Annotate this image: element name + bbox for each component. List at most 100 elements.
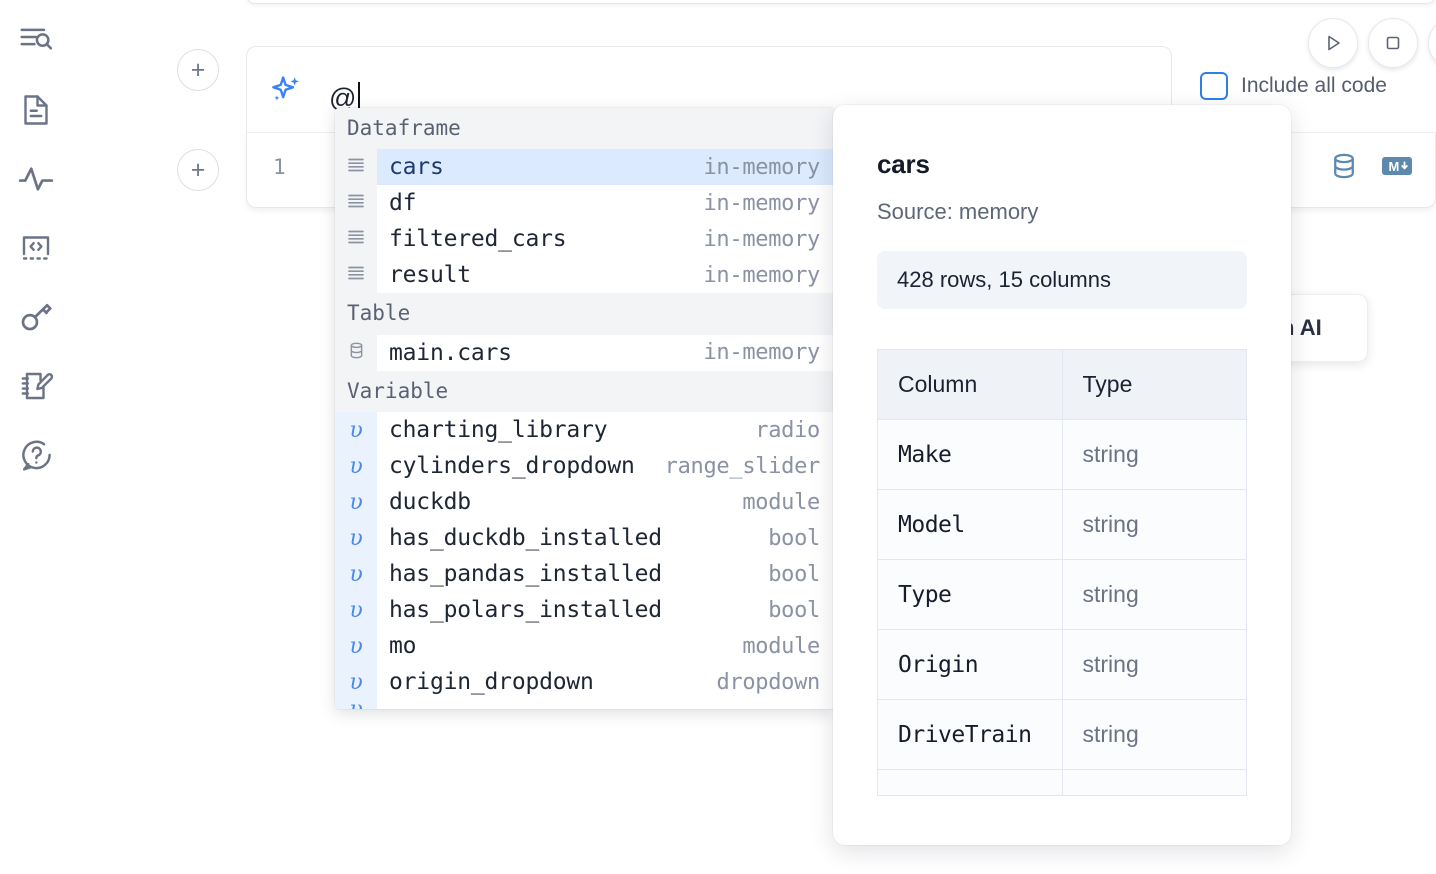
add-cell-below-button[interactable]: + bbox=[177, 149, 219, 191]
autocomplete-item[interactable]: υ has_polars_installed bool bbox=[335, 592, 834, 629]
autocomplete-item-icon: υ bbox=[335, 700, 377, 709]
table-cell-column-type: string bbox=[1061, 489, 1247, 560]
include-all-code-row[interactable]: Include all code bbox=[1200, 72, 1387, 100]
table-column-header: Type bbox=[1061, 349, 1247, 420]
markdown-icon[interactable]: M bbox=[1381, 154, 1413, 178]
text-cursor bbox=[357, 82, 360, 112]
autocomplete-item-meta: range_slider bbox=[664, 453, 821, 479]
variable-glyph-icon: υ bbox=[349, 489, 363, 515]
table-column-header: Column bbox=[877, 349, 1063, 420]
autocomplete-item-icon bbox=[335, 149, 377, 186]
autocomplete-item-name: main.cars bbox=[389, 339, 512, 366]
database-sql-icon[interactable] bbox=[1329, 151, 1359, 181]
autocomplete-item-name: duckdb bbox=[389, 489, 471, 516]
preview-title: cars bbox=[877, 149, 930, 179]
table-cell-column-type: string bbox=[1061, 629, 1247, 700]
sidebar-item-snippets[interactable] bbox=[13, 225, 59, 271]
dataframe-rows-icon bbox=[346, 155, 366, 179]
autocomplete-item[interactable]: υ has_pandas_installed bool bbox=[335, 556, 834, 593]
sidebar-item-scratchpad[interactable] bbox=[13, 363, 59, 409]
sidebar-item-files[interactable] bbox=[13, 87, 59, 133]
notebook-pencil-icon bbox=[18, 368, 54, 404]
variable-glyph-icon: υ bbox=[349, 453, 363, 479]
autocomplete-item-icon: υ bbox=[335, 484, 377, 521]
autocomplete-item-icon: υ bbox=[335, 520, 377, 557]
table-cell-column-type: string bbox=[1061, 699, 1247, 770]
table-cell-column-name: DriveTrain bbox=[877, 699, 1063, 770]
sidebar-item-secrets[interactable] bbox=[13, 294, 59, 340]
run-button[interactable] bbox=[1308, 18, 1358, 68]
table-cell-column-type: string bbox=[1061, 559, 1247, 630]
sidebar-item-help[interactable] bbox=[13, 432, 59, 478]
sidebar-item-outline[interactable] bbox=[13, 18, 59, 64]
table-row-partial bbox=[877, 769, 1247, 796]
autocomplete-item-meta: radio bbox=[755, 417, 820, 443]
activity-icon bbox=[17, 160, 55, 198]
dataframe-rows-icon bbox=[346, 263, 366, 287]
autocomplete-item-icon: υ bbox=[335, 556, 377, 593]
autocomplete-item-name: result bbox=[389, 262, 471, 289]
sidebar-item-activity[interactable] bbox=[13, 156, 59, 202]
preview-shape-badge: 428 rows, 15 columns bbox=[877, 251, 1247, 309]
table-cell-column-name bbox=[877, 769, 1063, 796]
table-cell-column-name: Model bbox=[877, 489, 1063, 560]
autocomplete-item-name: df bbox=[389, 190, 417, 217]
plus-icon: + bbox=[190, 155, 206, 184]
autocomplete-item-name: cylinders_dropdown bbox=[389, 453, 635, 480]
autocomplete-item-meta: bool bbox=[768, 597, 820, 623]
autocomplete-item[interactable]: υ cylinders_dropdown range_slider bbox=[335, 448, 834, 485]
autocomplete-item-name: has_polars_installed bbox=[389, 597, 662, 624]
autocomplete-group-header: Variable bbox=[335, 370, 834, 413]
autocomplete-item-meta: bool bbox=[768, 561, 820, 587]
include-all-code-label: Include all code bbox=[1241, 74, 1387, 97]
autocomplete-item-partial[interactable]: υ bbox=[335, 700, 834, 709]
more-actions-button[interactable] bbox=[1428, 18, 1436, 68]
dataframe-rows-icon bbox=[346, 191, 366, 215]
code-brackets-icon bbox=[18, 230, 54, 266]
autocomplete-item-meta: dropdown bbox=[716, 669, 820, 695]
autocomplete-item-name: mo bbox=[389, 633, 417, 660]
variable-glyph-icon: υ bbox=[349, 597, 363, 623]
autocomplete-item-icon: υ bbox=[335, 664, 377, 701]
autocomplete-item-icon bbox=[335, 257, 377, 294]
autocomplete-item-meta: module bbox=[742, 489, 820, 515]
variable-glyph-icon: υ bbox=[349, 561, 363, 587]
svg-text:M: M bbox=[1389, 159, 1400, 174]
autocomplete-item-name: filtered_cars bbox=[389, 226, 567, 253]
table-cell-column-name: Origin bbox=[877, 629, 1063, 700]
stop-button[interactable] bbox=[1368, 18, 1418, 68]
autocomplete-item-icon bbox=[335, 334, 377, 371]
autocomplete-group-header: Dataframe bbox=[335, 108, 834, 150]
variable-glyph-icon: υ bbox=[349, 669, 363, 695]
add-cell-above-button[interactable]: + bbox=[177, 49, 219, 91]
table-cell-column-type bbox=[1061, 769, 1247, 796]
autocomplete-item-name: has_duckdb_installed bbox=[389, 525, 662, 552]
autocomplete-item[interactable]: df in-memory bbox=[335, 185, 834, 222]
include-all-code-checkbox[interactable] bbox=[1200, 72, 1228, 100]
autocomplete-item-name: has_pandas_installed bbox=[389, 561, 662, 588]
plus-icon: + bbox=[190, 55, 206, 84]
variable-glyph-icon: υ bbox=[349, 525, 363, 551]
line-number: 1 bbox=[273, 155, 286, 179]
autocomplete-item-meta: in-memory bbox=[703, 190, 820, 216]
preview-source: Source: memory bbox=[877, 199, 1039, 224]
autocomplete-item-icon: υ bbox=[335, 628, 377, 665]
variable-glyph-icon: υ bbox=[349, 417, 363, 443]
autocomplete-item-icon: υ bbox=[335, 592, 377, 629]
